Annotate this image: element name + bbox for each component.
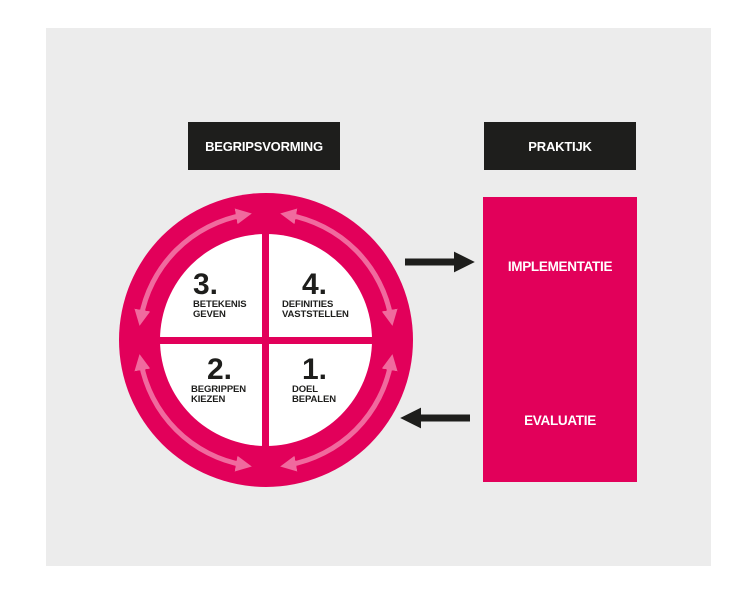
step-2-line1: BEGRIPPEN <box>191 384 247 395</box>
horizontal-divider <box>156 337 376 344</box>
step-1-number: 1. <box>302 353 328 386</box>
step-4-line1: DEFINITIES <box>282 299 334 310</box>
step-2-number: 2. <box>207 353 233 386</box>
arc-arrow-top-right-icon <box>280 208 398 326</box>
step-4: 4. DEFINITIES VASTSTELLEN <box>282 270 349 320</box>
step-3: 3. BETEKENIS GEVEN <box>193 268 247 320</box>
step-2-line2: KIEZEN <box>191 394 226 405</box>
step-3-number: 3. <box>193 268 219 301</box>
step-3-line1: BETEKENIS <box>193 299 247 310</box>
implementatie-label: IMPLEMENTATIE <box>507 259 613 274</box>
arc-arrow-top-left-icon <box>134 208 252 326</box>
praktijk-box: IMPLEMENTATIE EVALUATIE <box>483 197 637 482</box>
step-4-line2: VASTSTELLEN <box>282 309 349 320</box>
step-1-line2: BEPALEN <box>292 394 336 405</box>
step-1-line1: DOEL <box>292 384 318 395</box>
header-begripsvorming: BEGRIPSVORMING <box>188 122 340 170</box>
step-2: 2. BEGRIPPEN KIEZEN <box>191 355 246 405</box>
step-1: 1. DOEL BEPALEN <box>292 355 336 405</box>
step-3-line2: GEVEN <box>193 309 226 320</box>
arc-arrow-bottom-right-icon <box>280 354 398 472</box>
evaluatie-label: EVALUATIE <box>524 413 596 428</box>
header-praktijk: PRAKTIJK <box>484 122 636 170</box>
step-4-number: 4. <box>302 268 328 301</box>
arc-arrow-bottom-left-icon <box>134 354 252 472</box>
